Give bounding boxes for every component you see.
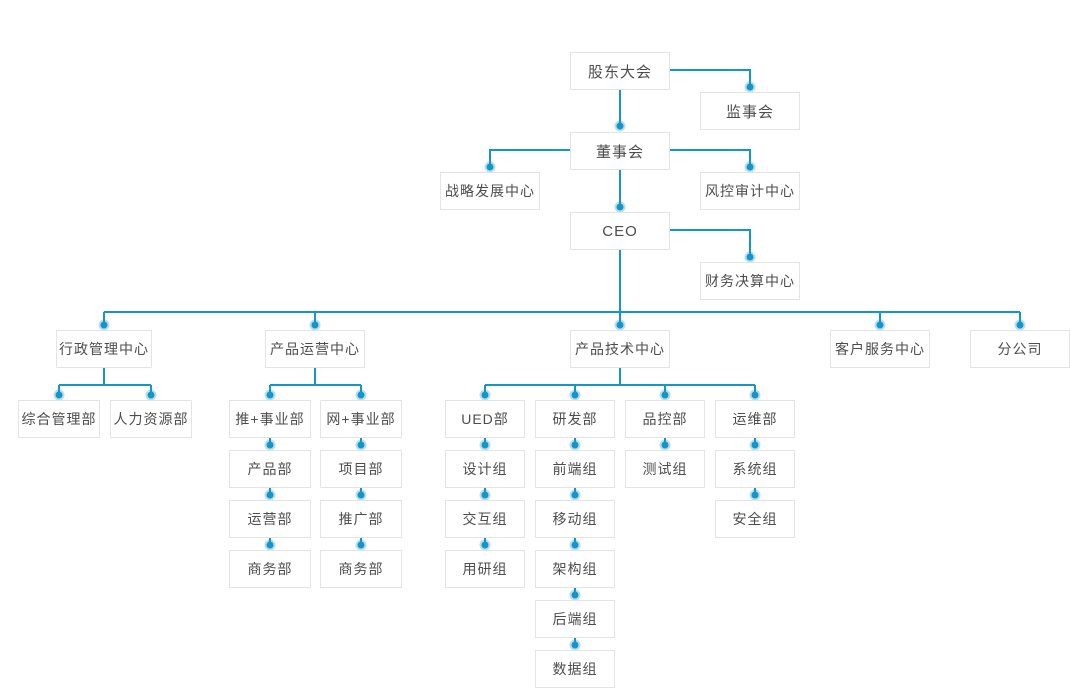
org-node-promotion-dept: 推广部 — [320, 500, 402, 538]
org-node-security-group: 安全组 — [715, 500, 795, 538]
org-node-test-group: 测试组 — [625, 450, 705, 488]
org-node-risk-audit: 风控审计中心 — [700, 172, 800, 210]
org-node-general-affairs: 综合管理部 — [18, 400, 100, 438]
org-node-supervisory: 监事会 — [700, 92, 800, 130]
main-bus-connectors — [98, 250, 1026, 331]
org-node-operation-dept: 运营部 — [229, 500, 311, 538]
org-node-wang-division: 网+事业部 — [320, 400, 402, 438]
org-node-business-dept-wang: 商务部 — [320, 550, 402, 588]
org-node-ops-dept: 运维部 — [715, 400, 795, 438]
org-node-interaction-group: 交互组 — [445, 500, 525, 538]
org-node-finance: 财务决算中心 — [700, 262, 800, 300]
org-node-branch: 分公司 — [970, 330, 1070, 368]
top-chain-connectors — [484, 69, 756, 263]
org-node-qc-dept: 品控部 — [625, 400, 705, 438]
org-node-operation-center: 产品运营中心 — [265, 330, 365, 368]
org-node-system-group: 系统组 — [715, 450, 795, 488]
org-node-rd-dept: 研发部 — [535, 400, 615, 438]
org-node-strategy: 战略发展中心 — [440, 172, 540, 210]
org-node-business-dept-tui: 商务部 — [229, 550, 311, 588]
org-node-ceo: CEO — [570, 212, 670, 250]
org-node-shareholders: 股东大会 — [570, 52, 670, 90]
org-node-arch-group: 架构组 — [535, 550, 615, 588]
org-node-ued-dept: UED部 — [445, 400, 525, 438]
org-node-frontend-group: 前端组 — [535, 450, 615, 488]
org-node-hr: 人力资源部 — [110, 400, 192, 438]
division-bus-connectors — [53, 368, 761, 401]
org-node-design-group: 设计组 — [445, 450, 525, 488]
org-node-research-group: 用研组 — [445, 550, 525, 588]
org-node-mobile-group: 移动组 — [535, 500, 615, 538]
org-node-backend-group: 后端组 — [535, 600, 615, 638]
org-node-service-center: 客户服务中心 — [830, 330, 930, 368]
org-node-board: 董事会 — [570, 132, 670, 170]
org-node-data-group: 数据组 — [535, 650, 615, 688]
org-node-project-dept: 项目部 — [320, 450, 402, 488]
org-node-tech-center: 产品技术中心 — [570, 330, 670, 368]
org-node-tui-division: 推+事业部 — [229, 400, 311, 438]
org-node-admin-center: 行政管理中心 — [56, 330, 152, 368]
org-node-product-dept: 产品部 — [229, 450, 311, 488]
stack-chain-connectors — [264, 438, 761, 651]
